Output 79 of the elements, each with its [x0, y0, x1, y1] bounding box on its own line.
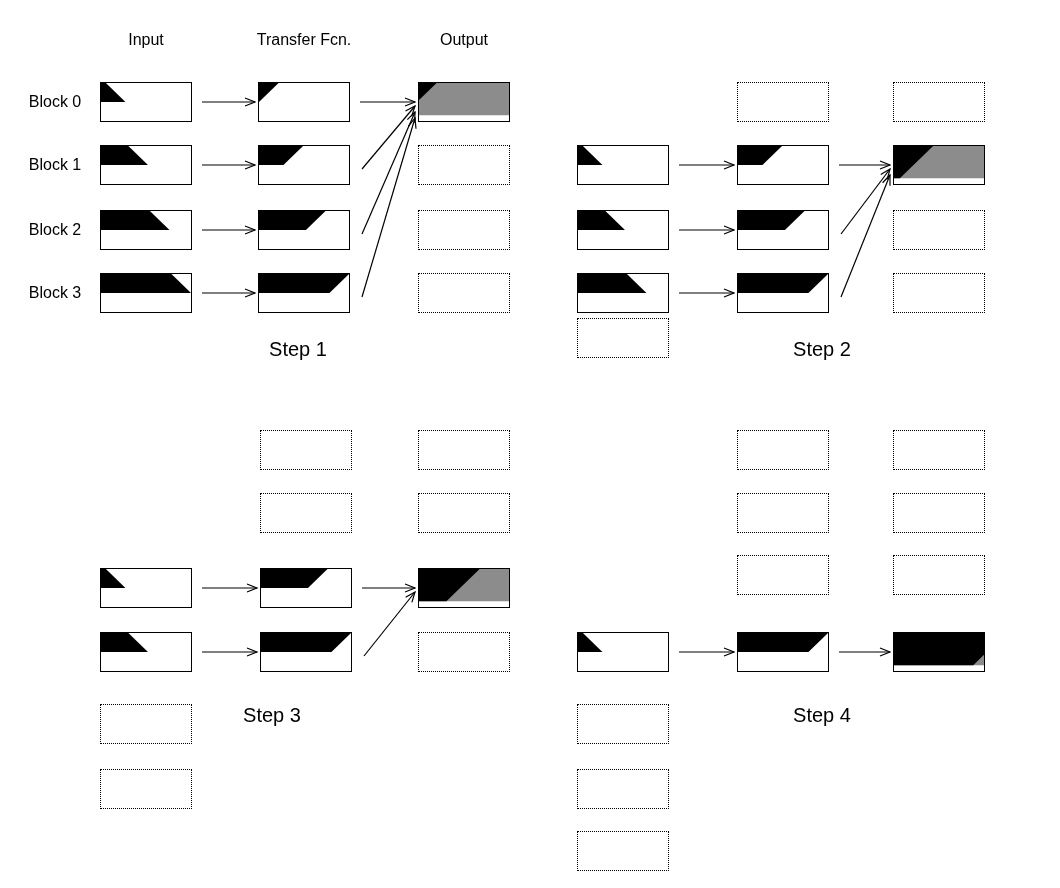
arrow	[361, 583, 416, 593]
block-box	[893, 632, 985, 672]
block-box	[258, 210, 350, 250]
block-box	[260, 632, 352, 672]
arrow	[838, 160, 891, 170]
block-box	[577, 273, 669, 313]
row-label: Block 2	[28, 221, 82, 239]
arrow	[678, 647, 735, 657]
row-label: Block 0	[28, 93, 82, 111]
column-header: Output	[440, 31, 488, 49]
block-box	[577, 210, 669, 250]
empty-block-box	[418, 145, 510, 185]
empty-block-box	[893, 210, 985, 250]
step-label: Step 1	[269, 337, 327, 361]
empty-block-box	[893, 555, 985, 595]
block-box	[100, 210, 192, 250]
empty-block-box	[100, 704, 192, 744]
block-box	[100, 568, 192, 608]
column-header: Transfer Fcn.	[256, 31, 352, 49]
block-box	[100, 273, 192, 313]
arrow	[361, 111, 416, 235]
empty-block-box	[893, 82, 985, 122]
empty-block-box	[418, 210, 510, 250]
block-box	[100, 145, 192, 185]
empty-block-box	[577, 769, 669, 809]
step-label: Step 2	[793, 337, 851, 361]
row-label: Block 3	[28, 284, 82, 302]
empty-block-box	[418, 273, 510, 313]
empty-block-box	[418, 430, 510, 470]
row-label: Block 1	[28, 156, 82, 174]
block-box	[737, 632, 829, 672]
block-box	[737, 210, 829, 250]
block-box	[577, 632, 669, 672]
block-box	[418, 568, 510, 608]
arrow	[201, 225, 256, 235]
block-box	[737, 145, 829, 185]
arrow	[678, 160, 735, 170]
empty-block-box	[577, 704, 669, 744]
block-box	[893, 145, 985, 185]
arrow	[840, 174, 891, 298]
arrow	[363, 591, 416, 657]
step-label: Step 4	[793, 703, 851, 727]
empty-block-box	[737, 82, 829, 122]
block-box	[260, 568, 352, 608]
arrow	[359, 97, 416, 107]
block-box	[258, 145, 350, 185]
empty-block-box	[893, 273, 985, 313]
arrow	[678, 288, 735, 298]
empty-block-box	[737, 493, 829, 533]
arrow	[361, 105, 416, 170]
block-box	[258, 82, 350, 122]
block-box	[737, 273, 829, 313]
block-box	[577, 145, 669, 185]
empty-block-box	[737, 555, 829, 595]
arrow	[201, 647, 258, 657]
block-box	[100, 632, 192, 672]
empty-block-box	[260, 430, 352, 470]
arrow	[201, 160, 256, 170]
arrow	[840, 168, 891, 235]
arrow	[201, 583, 258, 593]
empty-block-box	[100, 769, 192, 809]
empty-block-box	[737, 430, 829, 470]
arrow	[838, 647, 891, 657]
block-box	[418, 82, 510, 122]
empty-block-box	[893, 493, 985, 533]
block-box	[258, 273, 350, 313]
arrow	[678, 225, 735, 235]
empty-block-box	[893, 430, 985, 470]
empty-block-box	[260, 493, 352, 533]
empty-block-box	[577, 318, 669, 358]
arrow	[361, 117, 417, 298]
arrow	[201, 97, 256, 107]
empty-block-box	[577, 831, 669, 871]
column-header: Input	[128, 31, 164, 49]
empty-block-box	[418, 493, 510, 533]
step-label: Step 3	[243, 703, 301, 727]
empty-block-box	[418, 632, 510, 672]
block-box	[100, 82, 192, 122]
arrow	[201, 288, 256, 298]
